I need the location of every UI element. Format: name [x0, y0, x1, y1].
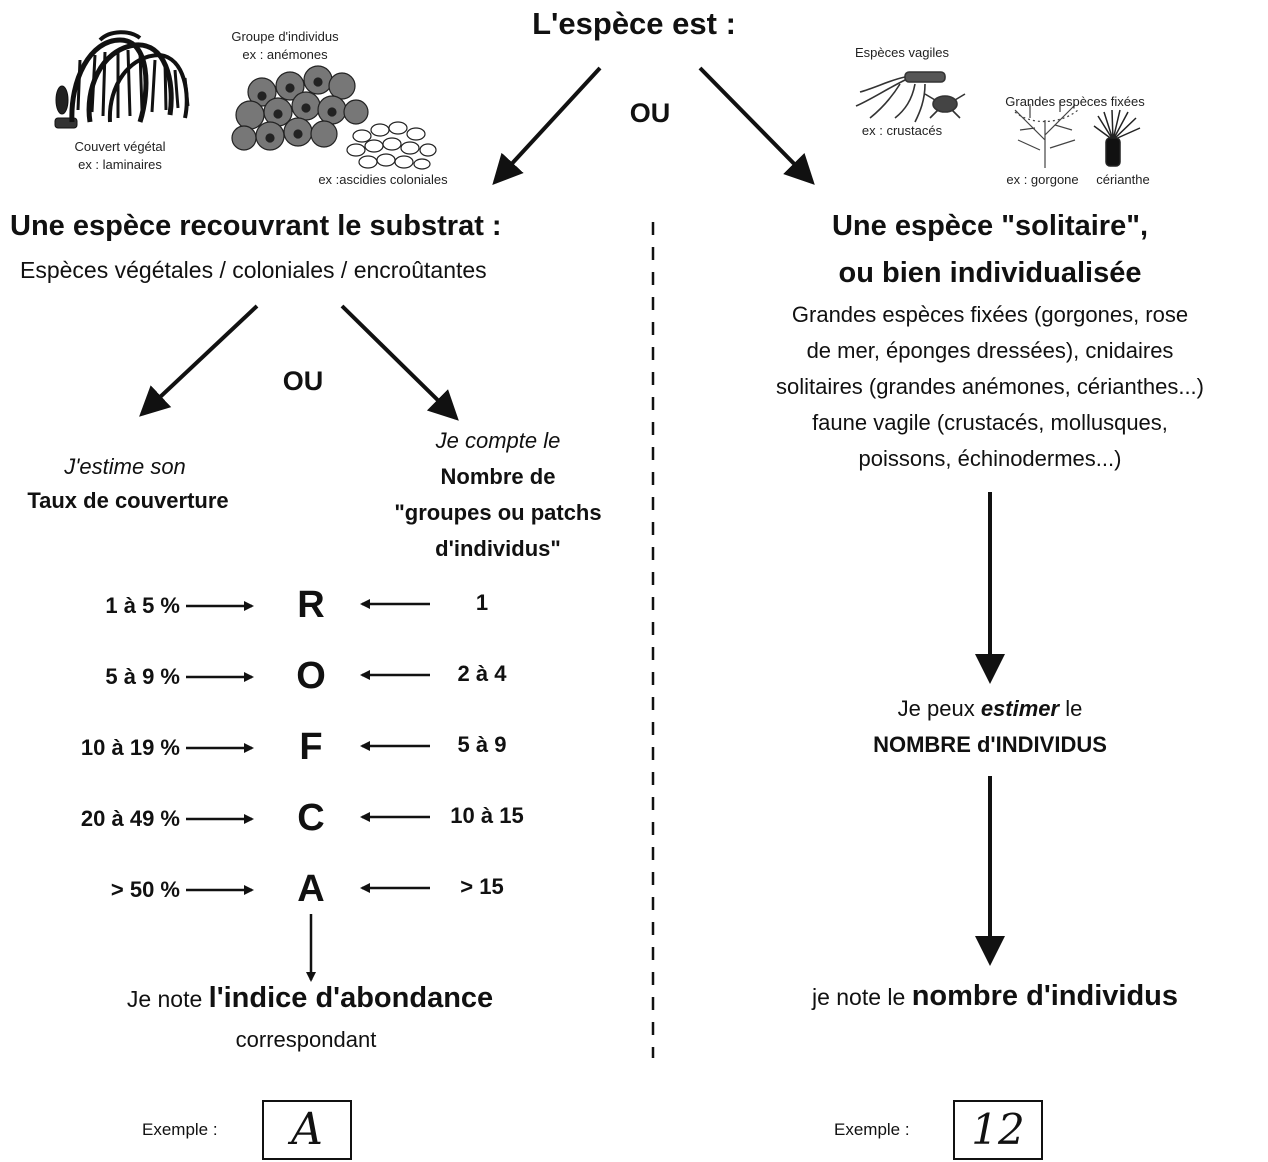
abundance-index-o: O	[296, 655, 326, 697]
right-desc-4: faune vagile (crustacés, mollusques,	[812, 410, 1168, 435]
estimate-suffix: le	[1059, 696, 1083, 721]
arrow-left-to-count	[340, 304, 459, 421]
left-heading: Une espèce recouvrant le substrat :	[10, 210, 502, 242]
gorgonian-illustration	[1014, 100, 1079, 168]
abundance-index-r: R	[297, 584, 325, 626]
right-desc-3: solitaires (grandes anémones, cérianthes…	[776, 374, 1204, 399]
right-note-prefix: je note le	[811, 984, 912, 1010]
count-range-a: > 15	[460, 874, 504, 899]
cover-range-o: 5 à 9 %	[105, 664, 180, 689]
caption-ascidians: ex :ascidies coloniales	[318, 172, 448, 187]
or-label-top: OU	[629, 98, 671, 128]
abundance-index-c: C	[297, 797, 325, 839]
caption-anemone-1: Groupe d'individus	[231, 29, 339, 44]
right-heading-2: ou bien individualisée	[838, 257, 1142, 289]
right-desc-2: de mer, éponges dressées), cnidaires	[806, 338, 1174, 363]
count-title-2: "groupes ou patchs	[394, 500, 602, 525]
coverage-title: Taux de couverture	[27, 488, 229, 513]
right-example-box: 12	[953, 1100, 1043, 1160]
diagram-title: L'espèce est :	[532, 6, 736, 41]
arrow-title-to-right	[698, 66, 815, 185]
caption-kelp-2: ex : laminaires	[78, 157, 162, 172]
abundance-index-a: A	[297, 868, 325, 910]
count-range-c: 10 à 15	[450, 803, 524, 828]
left-note: Je note l'indice d'abondance	[60, 982, 560, 1015]
cover-range-a: > 50 %	[110, 877, 180, 902]
count-title-1: Nombre de	[440, 464, 556, 489]
coverage-intro: J'estime son	[64, 454, 186, 479]
cover-range-r: 1 à 5 %	[105, 593, 180, 618]
estimate-title: NOMBRE d'INDIVIDUS	[873, 732, 1107, 757]
right-heading-1: Une espèce "solitaire",	[831, 210, 1149, 242]
anemone-group-illustration	[231, 65, 369, 151]
arrow-title-to-left	[492, 66, 602, 185]
cover-range-c: 20 à 49 %	[80, 806, 180, 831]
left-note-emphasis: l'indice d'abondance	[208, 982, 494, 1014]
left-example-box: A	[262, 1100, 352, 1160]
estimate-emphasis: estimer	[980, 696, 1060, 721]
estimate-line: Je peux estimer le	[800, 696, 1180, 721]
caption-kelp-1: Couvert végétal	[74, 139, 166, 154]
count-range-r: 1	[475, 590, 489, 615]
crustacean-illustration	[855, 71, 966, 123]
kelp-illustration	[54, 30, 190, 129]
left-note-prefix: Je note	[126, 986, 209, 1012]
or-label-left: OU	[282, 366, 324, 396]
count-range-f: 5 à 9	[457, 732, 507, 757]
caption-cerianthe: cérianthe	[1096, 172, 1150, 187]
right-example-label: Exemple :	[834, 1120, 910, 1139]
right-desc-5: poissons, échinodermes...)	[858, 446, 1122, 471]
abundance-index-f: F	[299, 726, 323, 768]
left-subheading: Espèces végétales / coloniales / encroût…	[20, 257, 487, 283]
right-desc-1: Grandes espèces fixées (gorgones, rose	[791, 302, 1189, 327]
caption-anemone-2: ex : anémones	[242, 47, 328, 62]
right-note-emphasis: nombre d'individus	[911, 980, 1179, 1012]
left-note-suffix: correspondant	[235, 1027, 377, 1052]
count-intro: Je compte le	[435, 428, 561, 453]
left-example-label: Exemple :	[142, 1120, 218, 1139]
count-range-o: 2 à 4	[457, 661, 507, 686]
right-note: je note le nombre d'individus	[740, 980, 1250, 1013]
cerianthe-illustration	[1093, 109, 1141, 167]
caption-gorgonian: ex : gorgone	[1006, 172, 1079, 187]
ascidians-illustration	[346, 121, 437, 170]
cover-range-f: 10 à 19 %	[80, 735, 180, 760]
estimate-prefix: Je peux	[897, 696, 981, 721]
count-title-3: d'individus"	[435, 536, 561, 561]
caption-crustaceans: ex : crustacés	[861, 123, 943, 138]
caption-vagile: Espèces vagiles	[855, 45, 949, 60]
arrow-left-to-coverage	[139, 304, 259, 417]
caption-large-fixed: Grandes espèces fixées	[1005, 94, 1145, 109]
